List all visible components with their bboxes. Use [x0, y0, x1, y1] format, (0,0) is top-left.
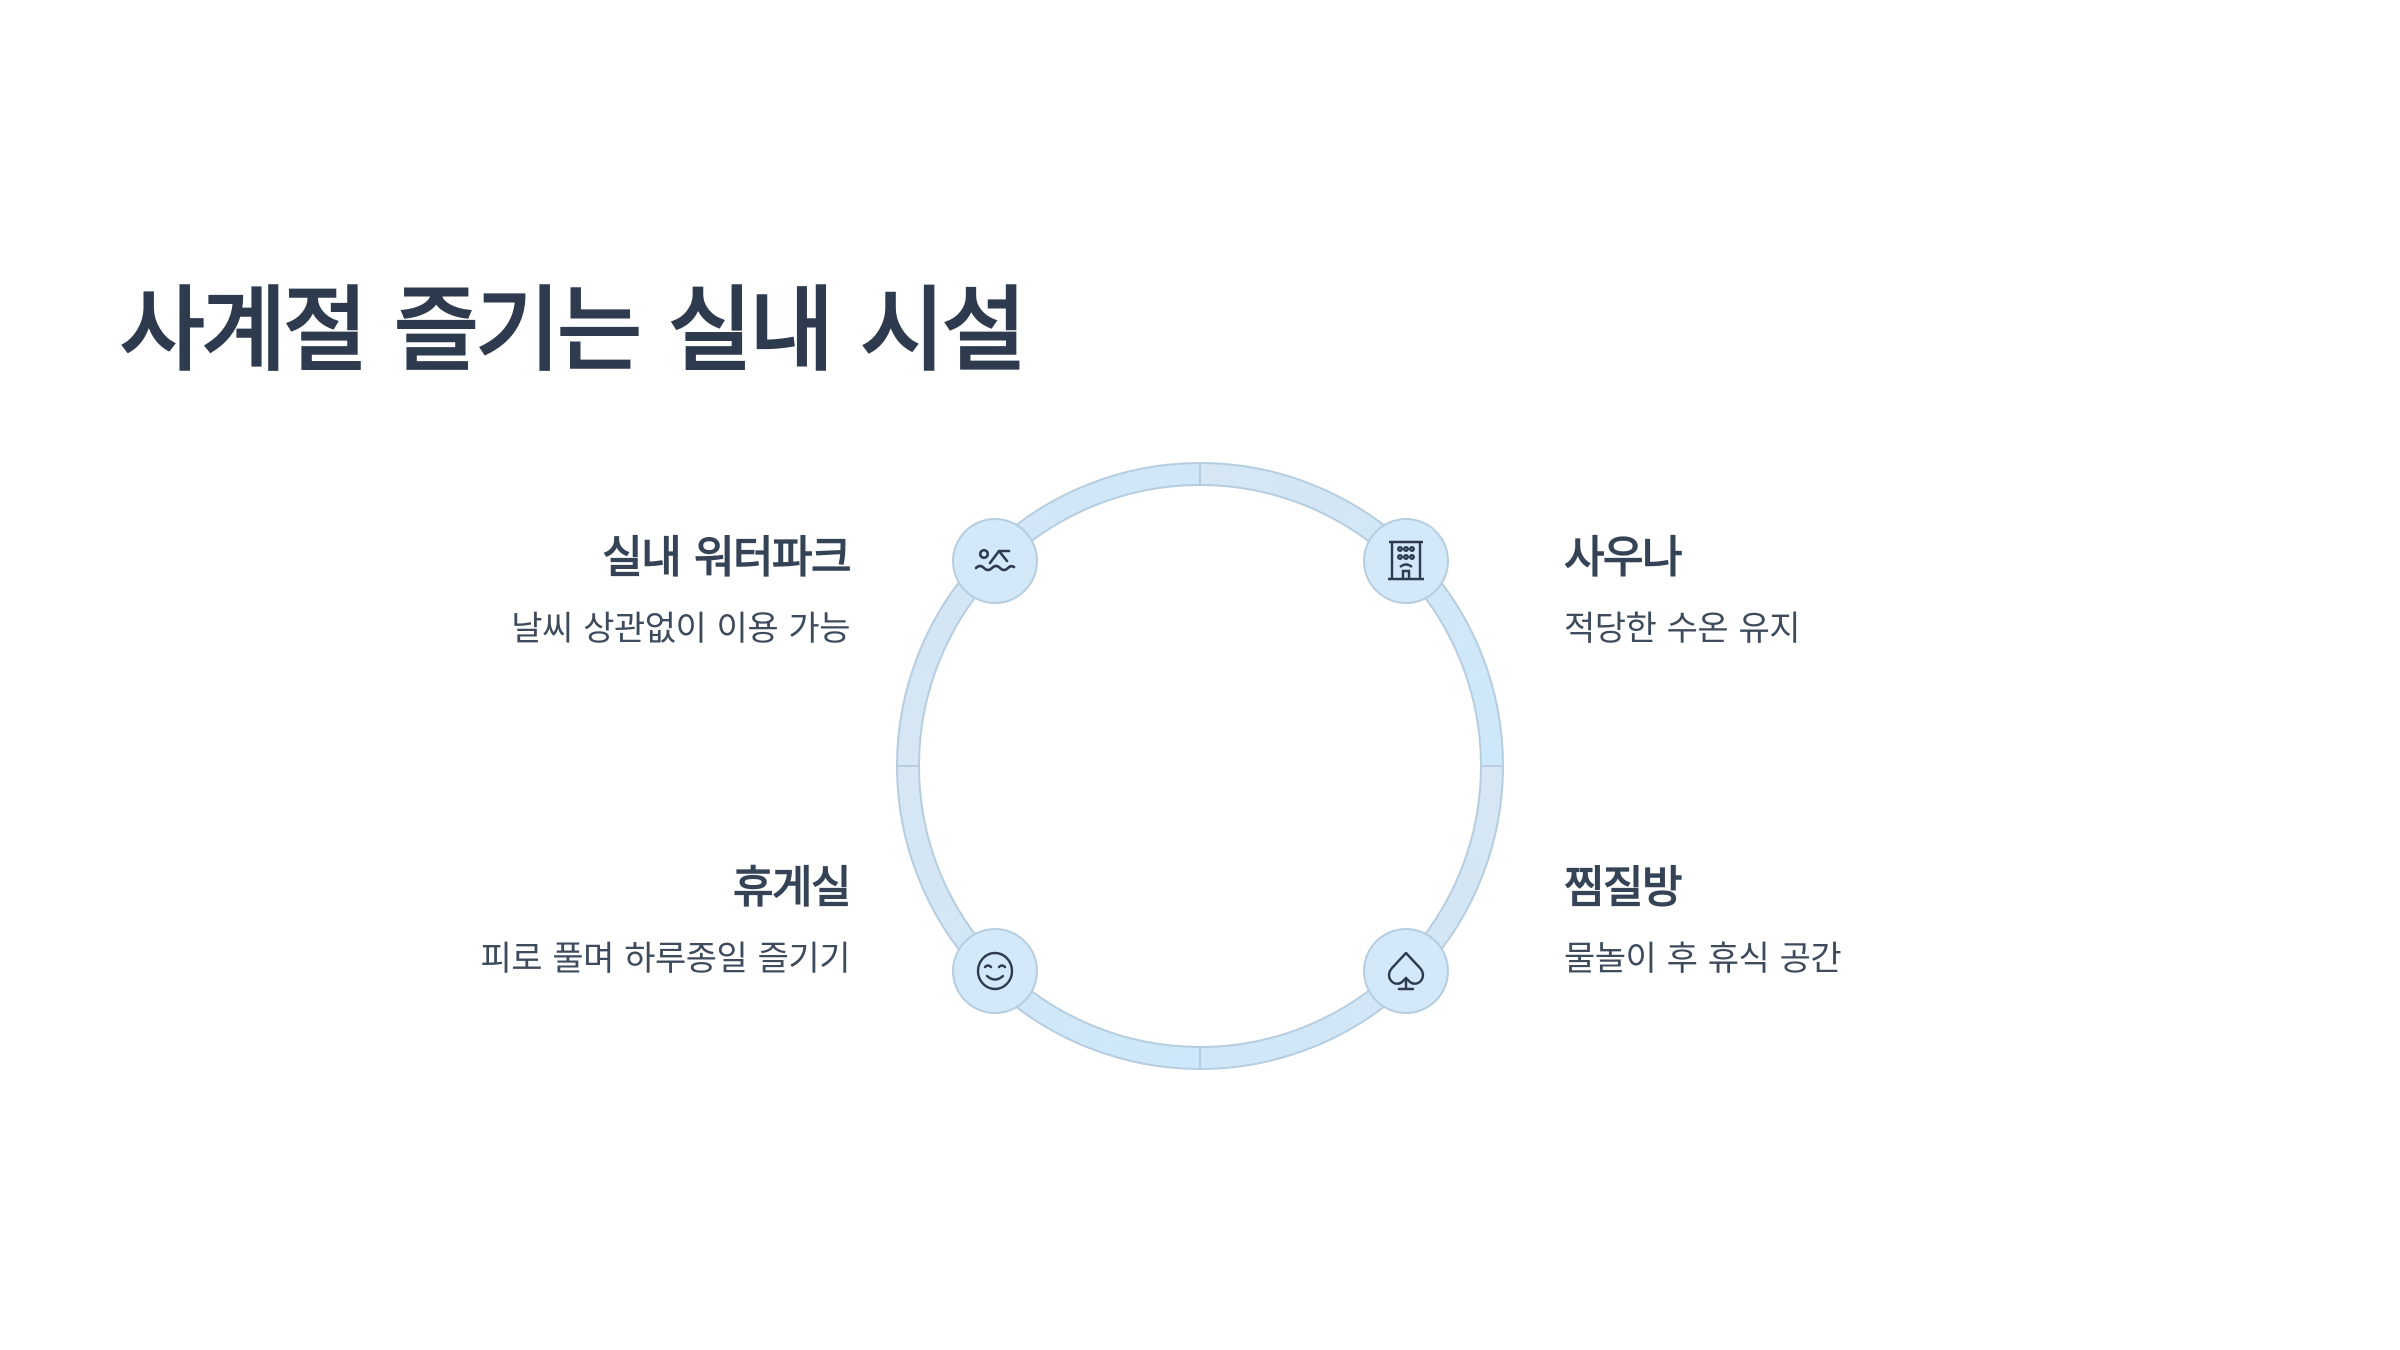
building-icon: [1388, 540, 1424, 581]
item-title: 실내 워터파크: [602, 532, 851, 583]
node-bottom-right: [1363, 928, 1449, 1014]
ring: [895, 461, 1505, 1071]
item-title: 휴게실: [733, 862, 851, 913]
item-description: 적당한 수온 유지: [1564, 609, 1801, 649]
ring-segment-top-right: [1199, 461, 1505, 767]
node-top-left: [952, 518, 1038, 604]
item-description: 물놀이 후 휴식 공간: [1564, 939, 1842, 979]
spade-icon: [1387, 951, 1425, 991]
item-sauna: 사우나 적당한 수온 유지: [1564, 530, 1801, 652]
ring-segment-bottom-right: [1199, 765, 1505, 1071]
item-description: 날씨 상관없이 이용 가능: [511, 609, 850, 649]
ring-segment-bottom-left: [895, 765, 1201, 1071]
swimmer-icon: [974, 548, 1016, 572]
item-lounge: 휴게실 피로 풀며 하루종일 즐기기: [480, 860, 851, 982]
item-description: 피로 풀며 하루종일 즐기기: [480, 939, 850, 979]
page-title: 사계절 즐기는 실내 시설: [120, 277, 1026, 384]
item-indoor-waterpark: 실내 워터파크 날씨 상관없이 이용 가능: [511, 530, 851, 652]
node-bottom-left: [952, 928, 1038, 1014]
item-title: 찜질방: [1564, 862, 1682, 913]
item-jjimjilbang: 찜질방 물놀이 후 휴식 공간: [1564, 860, 1842, 982]
smile-icon: [976, 951, 1014, 991]
node-top-right: [1363, 518, 1449, 604]
ring-segment-top-left: [895, 461, 1201, 767]
item-title: 사우나: [1564, 532, 1682, 583]
